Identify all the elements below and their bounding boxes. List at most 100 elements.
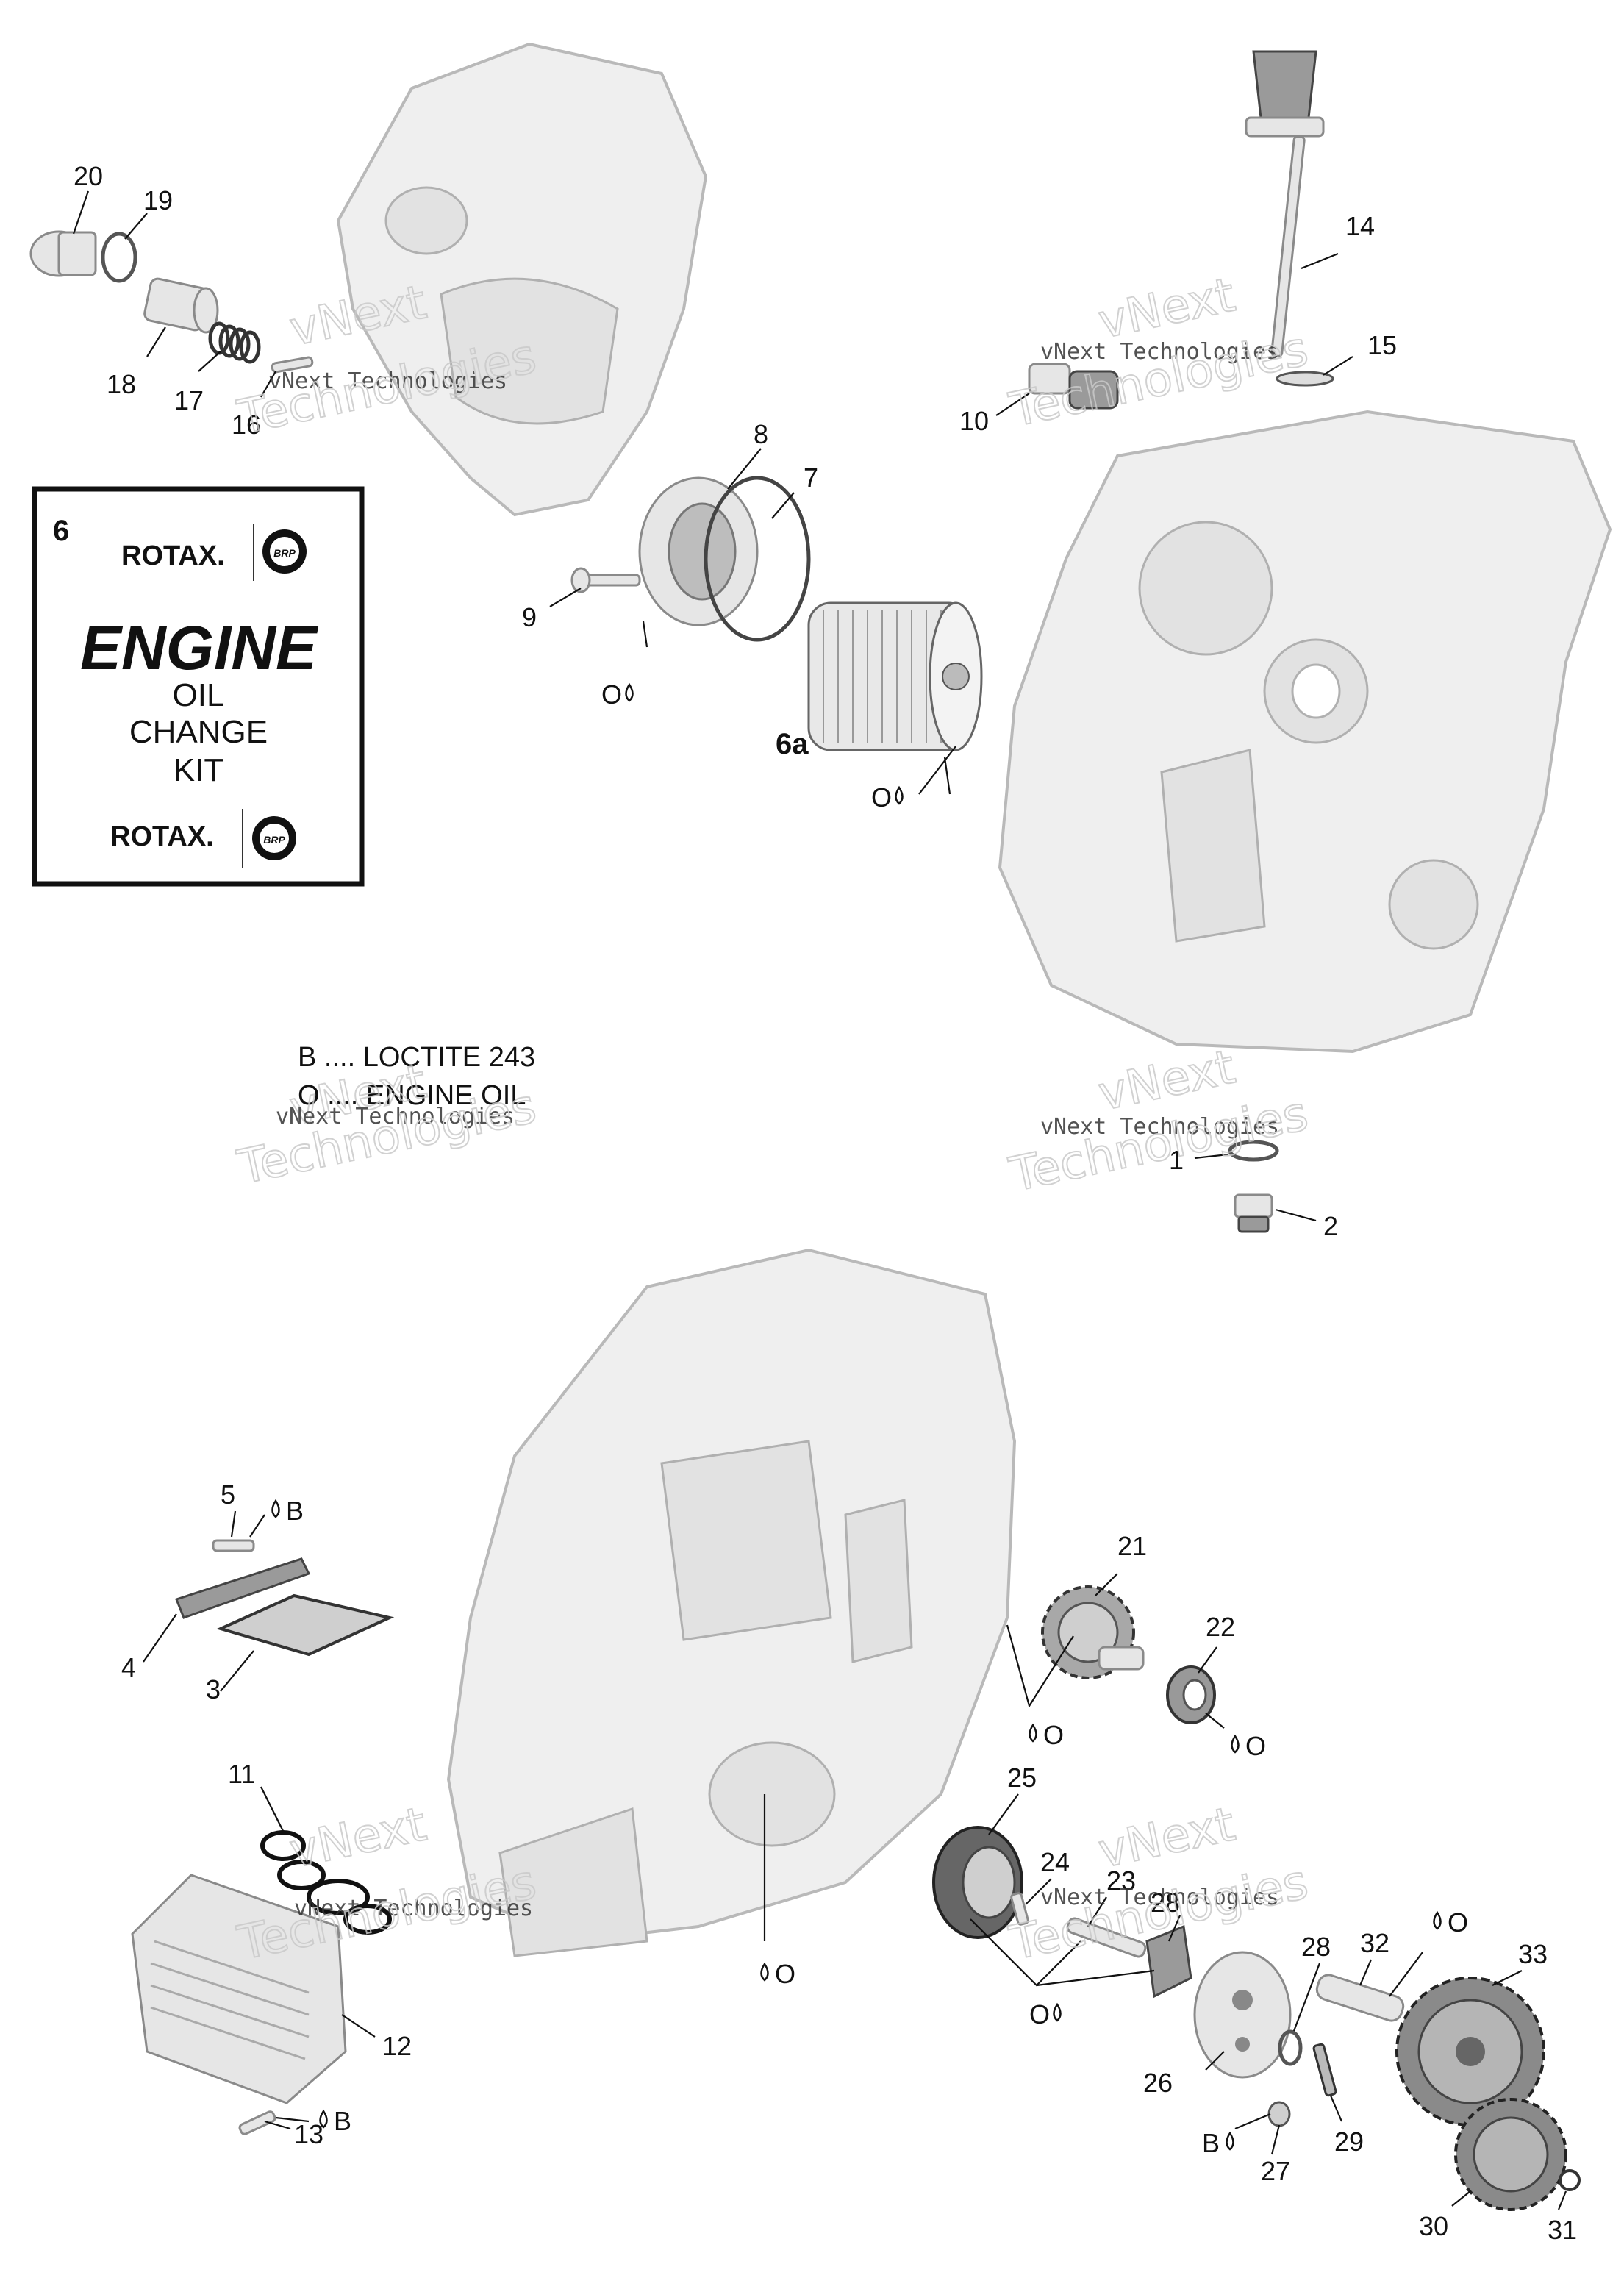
part-33-gear <box>1395 1977 1545 2127</box>
part-10-sensor <box>1028 363 1119 410</box>
callout-20: 20 <box>74 161 103 191</box>
callout-12: 12 <box>382 2031 412 2061</box>
drop-icon <box>319 2109 328 2129</box>
callout-8: 8 <box>754 419 768 449</box>
callout-3: 3 <box>206 1674 221 1704</box>
svg-text:vNext Technologies: vNext Technologies <box>1040 1885 1279 1910</box>
engine-oil-marker: O <box>760 1959 795 1989</box>
engine-oil-marker: O <box>601 679 634 710</box>
part-13-bolt <box>238 2110 276 2135</box>
callout-17: 17 <box>174 385 204 415</box>
svg-text:vNext: vNext <box>1094 1797 1240 1879</box>
part-27-washer <box>1267 2101 1291 2127</box>
svg-text:BRP: BRP <box>273 547 296 559</box>
part-30-gear <box>1454 2098 1567 2211</box>
legend-engine-oil: O .... ENGINE OIL <box>298 1080 526 1111</box>
part-17-spring <box>208 321 261 364</box>
part-11-gasket <box>260 1830 392 1935</box>
engine-oil-marker: O <box>871 782 904 813</box>
callout-24: 24 <box>1040 1847 1070 1877</box>
svg-text:BRP: BRP <box>263 834 285 846</box>
callout-21: 21 <box>1117 1531 1147 1561</box>
callout-15: 15 <box>1367 330 1397 360</box>
engine-oil-marker: O <box>1433 1907 1468 1938</box>
brp-logo-top: BRP <box>262 529 307 574</box>
part-23-shaft <box>1066 1917 1147 1958</box>
loctite-letter: B <box>286 1496 304 1526</box>
svg-text:vNext: vNext <box>285 1797 431 1879</box>
callout-28a: 28 <box>1151 1888 1180 1918</box>
part-19-o-ring <box>101 232 137 283</box>
loctite-letter: B <box>334 2106 351 2136</box>
drop-icon <box>760 1962 769 1982</box>
callout-33: 33 <box>1518 1939 1548 1969</box>
part-4-plate <box>175 1557 311 1619</box>
part-26-pump-cover <box>1193 1951 1292 2079</box>
part-25-rotor <box>932 1826 1023 1939</box>
upper-crankcase-housing <box>998 410 1612 1054</box>
kit-line-kit: KIT <box>174 752 223 788</box>
drop-icon <box>1053 2002 1062 2022</box>
legend: B .... LOCTITE 243 O .... ENGINE OIL <box>298 1042 535 1111</box>
loctite-letter: B <box>1202 2128 1220 2158</box>
part-16-pin <box>271 356 314 374</box>
part-12-oil-cooler <box>131 1874 347 2104</box>
callout-14: 14 <box>1345 211 1375 241</box>
loctite-marker: B <box>271 1496 304 1526</box>
lower-crankcase-housing <box>446 1248 1017 1957</box>
loctite-marker: B <box>319 2106 351 2136</box>
engine-oil-letter: O <box>1245 1731 1266 1761</box>
part-28-o-ring <box>1278 2029 1303 2066</box>
svg-text:vNext Technologies: vNext Technologies <box>276 1104 515 1129</box>
part-2-drain-plug <box>1234 1193 1273 1233</box>
callout-labels: 20 19 18 17 16 8 7 9 10 14 15 1 2 6a 5 4… <box>74 161 1577 2245</box>
callout-31: 31 <box>1548 2215 1577 2245</box>
engine-oil-letter: O <box>1448 1907 1468 1938</box>
part-1-o-ring <box>1228 1140 1279 1162</box>
part-31-circlip <box>1559 2169 1581 2191</box>
watermark-mid-left: vNext vNext Technologies Technologies <box>232 1054 542 1196</box>
svg-text:vNext Technologies: vNext Technologies <box>294 1896 533 1921</box>
callout-7: 7 <box>804 463 818 493</box>
watermark-mid-right: vNext vNext Technologies Technologies <box>1004 1039 1314 1203</box>
engine-oil-marker: O <box>1231 1731 1266 1761</box>
watermark-top-right: vNext vNext Technologies Technologies <box>1004 267 1314 438</box>
drop-icon <box>1029 1723 1037 1743</box>
part-15-o-ring <box>1276 371 1334 387</box>
engine-oil-letter: O <box>1029 1999 1050 2029</box>
callout-18: 18 <box>107 369 136 399</box>
callout-19: 19 <box>143 185 173 215</box>
drop-icon <box>1226 2131 1234 2151</box>
drop-icon <box>271 1499 280 1518</box>
engine-oil-letter: O <box>1043 1720 1064 1750</box>
callout-30: 30 <box>1419 2211 1448 2241</box>
drop-icon <box>895 785 904 805</box>
engine-oil-letter: O <box>871 782 892 813</box>
callout-16: 16 <box>232 410 261 440</box>
part-9-bolt <box>570 567 641 593</box>
part-20-plug <box>29 230 97 277</box>
part-14-dipstick <box>1245 50 1325 357</box>
part-18-piston <box>143 277 219 334</box>
svg-text:vNext Technologies: vNext Technologies <box>1040 339 1279 365</box>
part-32-shaft <box>1315 1974 1405 2022</box>
part-28-inner-rotor <box>1145 1924 1192 1999</box>
svg-text:vNext Technologies: vNext Technologies <box>268 368 507 394</box>
callout-27: 27 <box>1261 2156 1290 2186</box>
kit-title: ENGINE <box>80 613 319 682</box>
callout-5: 5 <box>221 1479 235 1510</box>
oil-change-kit-box: 6 ROTAX. BRP ENGINE OIL CHANGE KIT ROTAX… <box>32 486 365 887</box>
brp-logo-bottom: BRP <box>252 816 296 860</box>
drop-icon <box>625 682 634 702</box>
legend-loctite: B .... LOCTITE 243 <box>298 1042 535 1073</box>
callout-6a: 6a <box>776 728 809 760</box>
callout-22: 22 <box>1206 1612 1235 1642</box>
part-5-bolt <box>212 1539 255 1552</box>
kit-brand-bottom: ROTAX. <box>110 821 214 852</box>
callout-9: 9 <box>522 602 537 632</box>
callout-13: 13 <box>294 2119 323 2149</box>
callout-23: 23 <box>1106 1865 1136 1896</box>
callout-29: 29 <box>1334 2127 1364 2157</box>
kit-line-oil: OIL <box>173 677 225 713</box>
